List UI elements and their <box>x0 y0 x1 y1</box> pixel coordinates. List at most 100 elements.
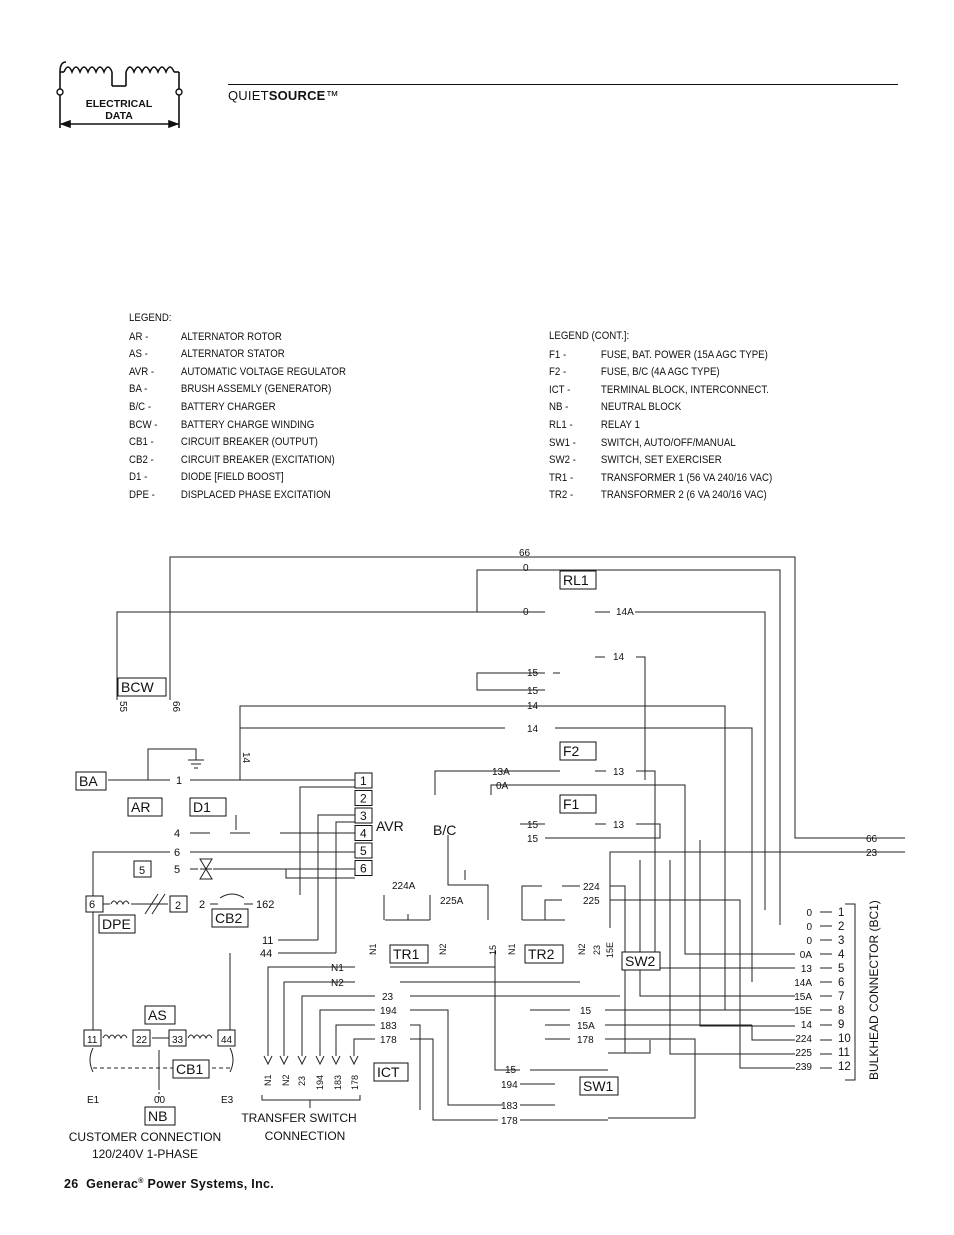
legend-desc: BRUSH ASSEMLY (GENERATOR) <box>180 383 332 396</box>
component-label-as: AS <box>148 1007 167 1023</box>
legend-desc: BATTERY CHARGE WINDING <box>180 418 315 431</box>
wire-label: 13 <box>613 767 625 778</box>
avr-terminal <box>354 860 373 876</box>
bc1-wire-label: 14A <box>794 978 812 989</box>
component-box-nb <box>144 1106 176 1126</box>
component-box-ba <box>75 771 107 791</box>
legend-row: AR - ALTERNATOR ROTOR <box>129 329 346 347</box>
component-label-f2: F2 <box>563 743 580 759</box>
wire-label: 22 <box>136 1035 148 1046</box>
legend-desc: FUSE, B/C (4A AGC TYPE) <box>600 366 720 379</box>
bc1-pin-number: 8 <box>838 1005 844 1017</box>
wire-label: 66 <box>866 834 878 845</box>
component-label-f1: F1 <box>563 796 580 812</box>
wire-label: N1 <box>331 963 344 974</box>
legend-code: CB2 - <box>129 453 154 466</box>
legend-desc: TRANSFORMER 1 (56 VA 240/16 VAC) <box>600 471 773 484</box>
legend-row: NB -NEUTRAL BLOCK <box>549 399 772 417</box>
bc1-wire-label: 15A <box>794 992 812 1003</box>
wire-label: 44 <box>260 948 272 960</box>
component-box-tr2 <box>524 944 564 964</box>
wire-label: 00 <box>154 1095 166 1106</box>
wire-label: 44 <box>221 1035 233 1046</box>
terminal-box <box>132 1029 151 1047</box>
terminal-box <box>83 1029 102 1047</box>
component-box-as <box>144 1005 176 1025</box>
legend-row: AS -ALTERNATOR STATOR <box>129 346 346 364</box>
legend-row: BCW -BATTERY CHARGE WINDING <box>129 417 346 435</box>
bc1-pin-number: 7 <box>838 991 844 1003</box>
component-label-bcw: BCW <box>121 679 154 695</box>
wire-label: 15A <box>577 1021 595 1032</box>
legend-desc: BATTERY CHARGER <box>180 400 276 413</box>
component-box-sw2 <box>621 951 661 971</box>
wire-label: 224 <box>583 882 600 893</box>
legend-code: AR - <box>129 330 149 343</box>
avr-terminal <box>354 842 373 859</box>
wire-label: 23 <box>297 1076 307 1086</box>
wire-label: 178 <box>350 1075 360 1090</box>
wires <box>89 556 905 1121</box>
wire-label: 33 <box>172 1035 184 1046</box>
bc1-pin-number: 3 <box>838 935 844 947</box>
avr-terminal-label: 3 <box>360 809 367 823</box>
bc1-pin-number: 2 <box>838 921 844 933</box>
wire-label: 15 <box>527 686 539 697</box>
legend-desc: DIODE [FIELD BOOST] <box>180 471 284 484</box>
dpe-terminal <box>85 895 104 913</box>
legend-desc: CIRCUIT BREAKER (OUTPUT) <box>180 436 318 449</box>
page-title: QUIETSOURCE™ <box>228 88 339 103</box>
legend-code: TR2 - <box>549 489 574 502</box>
legend-code: B/C - <box>129 400 152 413</box>
caption-customer-1: CUSTOMER CONNECTION <box>69 1130 221 1144</box>
bc1-wire-label: 225 <box>795 1048 812 1059</box>
legend-row: F2 -FUSE, B/C (4A AGC TYPE) <box>549 364 772 382</box>
avr-terminal-label: 2 <box>360 792 367 806</box>
wire-label: E3 <box>221 1095 234 1106</box>
bc1-pin-number: 11 <box>838 1047 850 1059</box>
legend-title: LEGEND: <box>129 312 172 324</box>
legend-row: TR2 -TRANSFORMER 2 (6 VA 240/16 VAC) <box>549 487 772 505</box>
terminal-box <box>169 895 188 913</box>
legend-title: LEGEND (CONT.]: <box>549 330 630 342</box>
component-box-tr1 <box>389 944 429 964</box>
component-box-bcw <box>117 677 167 697</box>
component-label-dpe: DPE <box>102 916 131 932</box>
wire-label: 225 <box>583 896 600 907</box>
legend-code: AVR - <box>129 365 155 378</box>
legend-code: F1 - <box>549 348 567 361</box>
wire-label: 194 <box>501 1080 518 1091</box>
legend-row: CB2 -CIRCUIT BREAKER (EXCITATION) <box>129 452 346 470</box>
wire-label: 0A <box>496 781 509 792</box>
wire-label: E1 <box>87 1095 100 1106</box>
wire-label: 224A <box>392 881 416 892</box>
wire-label: N1 <box>507 943 517 955</box>
component-box-d1 <box>189 797 227 817</box>
bc1-pin-number: 6 <box>838 977 844 989</box>
component-label-tr1: TR1 <box>393 946 420 962</box>
component-label-ict: ICT <box>377 1064 400 1080</box>
wire-label: 14A <box>616 607 634 618</box>
wire-label: 15 <box>488 945 498 955</box>
wire-label: 14 <box>527 701 539 712</box>
legend-row: AVR -AUTOMATIC VOLTAGE REGULATOR <box>129 364 346 382</box>
legend-row: CB1 -CIRCUIT BREAKER (OUTPUT) <box>129 434 346 452</box>
wire-label: 0 <box>523 563 529 574</box>
component-label-sw2: SW2 <box>625 953 656 969</box>
legend-row: SW2 -SWITCH, SET EXERCISER <box>549 452 772 470</box>
legend-code: SW2 - <box>549 454 576 467</box>
legend-desc: RELAY 1 <box>600 418 640 431</box>
component-label-rl1: RL1 <box>563 572 589 588</box>
legend-row: F1 -FUSE, BAT. POWER (15A AGC TYPE) <box>549 347 772 365</box>
legend-row: RL1 -RELAY 1 <box>549 417 772 435</box>
wire-label: 11 <box>262 935 273 947</box>
wire-label: 0 <box>523 607 529 618</box>
wire-label: 183 <box>333 1075 343 1090</box>
legend-row: ICT -TERMINAL BLOCK, INTERCONNECT. <box>549 382 772 400</box>
wire-label: 23 <box>382 992 394 1003</box>
component-box-f2 <box>559 741 597 761</box>
legend-desc: ALTERNATOR ROTOR <box>180 330 282 343</box>
dpe-terminal-label: 6 <box>89 899 95 911</box>
component-label-ba: BA <box>79 773 98 789</box>
